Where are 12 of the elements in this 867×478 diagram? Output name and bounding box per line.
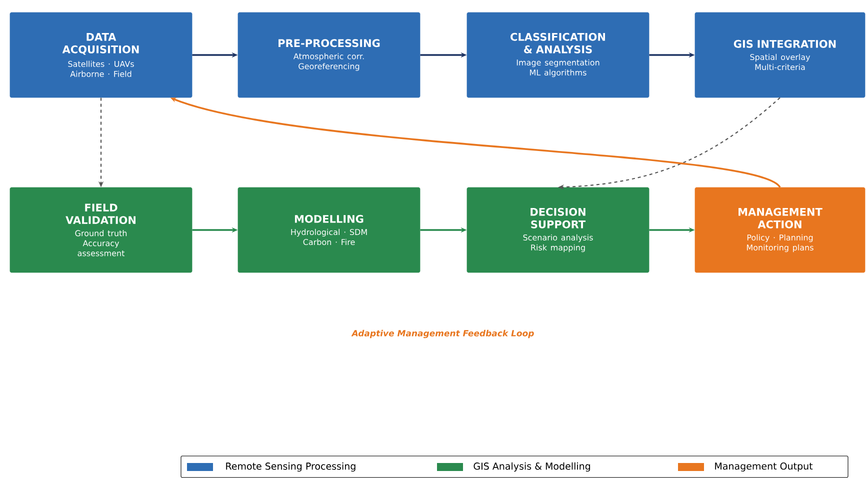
process-box: FIELD VALIDATION Ground truth Accuracy assessment [10,187,192,273]
process-box: DECISION SUPPORT Scenario analysis Risk mapping [466,187,650,273]
loop-label: Adaptive Management Feedback Loop [351,330,534,338]
process-box: PRE-PROCESSING Atmospheric corr. Georeferencing [238,12,420,98]
legend-label: Remote Sensing Processing [226,462,356,472]
process-box: DATA ACQUISITION Satellites · UAVs Airborne · Field [10,12,192,98]
process-box: CLASSIFICATION & ANALYSIS Image segmentation ML algorithms [466,12,650,98]
process-box: MODELLING Hydrological · SDM Carbon · Fire [238,187,420,273]
legend-label: Management Output [715,462,813,472]
process-box: MANAGEMENT ACTION Policy · Planning Monitoring plans [694,187,866,273]
process-box: GIS INTEGRATION Spatial overlay Multi-criteria [694,12,866,98]
legend-label: GIS Analysis & Modelling [474,462,590,472]
